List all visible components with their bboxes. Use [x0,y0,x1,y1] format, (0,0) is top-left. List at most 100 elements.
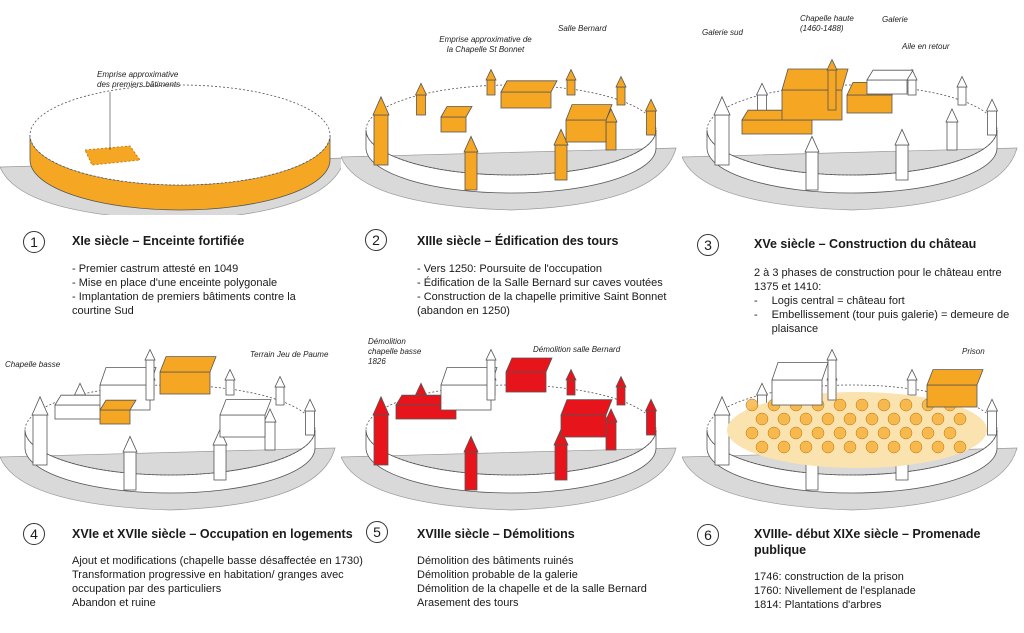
tree [953,440,967,454]
description-line: - Vers 1250: Poursuite de l'occupation [417,263,602,275]
panel-4-title: XVIe et XVIIe siècle – Occupation en log… [72,527,353,541]
step-number-6: 6 [697,524,719,546]
tree [909,412,923,426]
tower [616,86,626,106]
label-galerie: Galerie [882,15,908,24]
tower [566,379,576,396]
tree [833,398,847,412]
description-line: 2 à 3 phases de construction pour le châ… [754,267,1002,279]
label-prison: Prison [962,347,985,356]
bullet-text: Logis central = château fort [771,295,905,307]
tree [767,426,781,440]
description-line: Abandon et ruine [72,597,156,609]
tower [373,414,389,466]
tower-roof [144,348,156,361]
tree [887,440,901,454]
tower-roof [224,368,236,381]
description-line: (abandon en 1250) [417,305,510,317]
tower [123,451,137,491]
description-line: - Premier castrum attesté en 1049 [72,263,239,275]
description-line: Transformation progressive en habitation… [72,569,344,581]
tower-roof [894,128,910,146]
step-number-1: 1 [23,231,45,253]
tower [213,444,227,481]
tree [799,412,813,426]
tree [931,412,945,426]
label-emprise-premiers-batiments: Emprise approximative des premiers bâtim… [97,70,181,89]
building-roof [505,357,553,373]
illustration-panel-6 [682,348,1018,511]
description-line: Démolition des bâtiments ruinés [417,555,574,567]
building [846,94,893,114]
tower [907,379,917,396]
tower-roof [804,135,820,153]
tree [943,426,957,440]
description-line: Ajout et modifications (chapelle basse d… [72,555,363,567]
tree [843,412,857,426]
step-number-2: 2 [365,229,387,251]
tower [225,379,235,396]
tower [646,110,656,136]
tower [145,359,155,401]
tower [416,94,426,116]
tree [755,412,769,426]
building [866,79,908,95]
building [505,371,547,393]
building-roof [440,367,498,386]
panel-5-description: Démolition des bâtiments ruinés Démoliti… [417,554,647,610]
description-line: Démolition de la chapelle et de la salle… [417,583,647,595]
tower-roof [73,382,87,396]
building [741,119,813,135]
tower-roof [31,395,49,416]
bullet-dash: - [754,295,758,307]
tower [805,151,819,191]
illustration-panel-1 [0,84,341,215]
tree [909,440,923,454]
building-roof [560,399,613,416]
description-line: Arasement des tours [417,597,519,609]
tower-roof [372,395,390,416]
tower [987,110,997,136]
tower-roof [485,68,497,81]
tower-roof [644,398,658,412]
panel-6-title: XVIIIe- début XIXe siècle – Promenade pu… [754,527,981,557]
tower [827,69,837,111]
description-line: - Mise en place d'une enceinte polygonal… [72,277,278,289]
building-roof [565,104,613,121]
tower [714,414,730,466]
step-number-4: 4 [23,523,45,545]
tower-roof [713,95,731,116]
description-line: occupation par des particuliers [72,583,222,595]
label-chapelle-basse: Chapelle basse [5,360,61,369]
tree [789,426,803,440]
tree [843,440,857,454]
tower [486,359,496,401]
tower [907,79,917,96]
panel-1-title: XIe siècle – Enceinte fortifiée [72,234,245,248]
panel-5-title: XVIIIe siècle – Démolitions [417,527,575,541]
label-aile-en-retour: Aile en retour [902,42,950,51]
tree [833,426,847,440]
tower [264,421,276,451]
tower-roof [615,375,627,388]
tower-roof [303,398,317,412]
tower-roof [485,348,497,361]
wall-walk [365,384,657,476]
wall-walk [706,384,998,476]
wall-walk [29,84,331,186]
tower-roof [755,82,769,96]
panel-2-title: XIIIe siècle – Édification des tours [417,234,619,248]
tower [605,421,617,451]
label-chapelle-st-bonnet: Emprise approximative de la Chapelle St … [439,35,532,54]
tree [887,412,901,426]
tower [554,144,568,181]
tower [616,386,626,406]
panel-4-description: Ajout et modifications (chapelle basse d… [72,554,363,610]
tower [957,86,967,106]
building [560,414,607,438]
panel-3-description: 2 à 3 phases de construction pour le châ… [754,266,1019,336]
description-line: courtine Sud [72,305,134,317]
tree [777,412,791,426]
description-line: 1746: construction de la prison [754,571,904,583]
bullet-item: -Embellissement (tour puis galerie) = de… [754,308,1019,336]
